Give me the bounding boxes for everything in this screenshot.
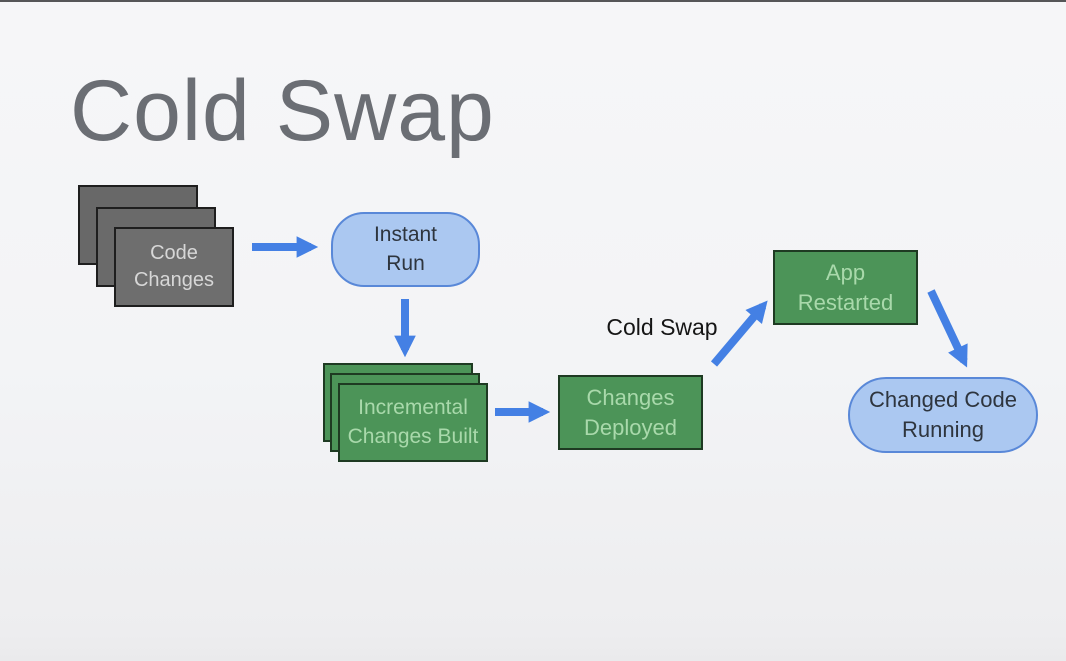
edge-label-cold-swap: Cold Swap <box>606 314 718 340</box>
node-app-restarted: App Restarted <box>773 250 918 325</box>
node-label: Changes Deployed <box>584 384 677 440</box>
stack-card-front: Incremental Changes Built <box>338 383 488 462</box>
slide-title: Cold Swap <box>70 62 495 159</box>
node-label: Changed Code Running <box>868 387 1017 442</box>
node-instant-run: Instant Run <box>331 212 480 287</box>
arrow-app-restarted-to-changed-code-running <box>927 289 968 368</box>
node-code-changes: Code Changes <box>78 185 236 309</box>
node-label: Instant Run <box>373 223 438 275</box>
node-label: Code Changes <box>133 242 215 291</box>
node-label: App Restarted <box>797 259 894 315</box>
node-changed-code-running: Changed Code Running <box>848 377 1038 453</box>
node-label: Incremental Changes Built <box>347 396 479 448</box>
node-changes-deployed: Changes Deployed <box>558 375 703 450</box>
node-incremental-changes-built: Incremental Changes Built <box>323 363 490 464</box>
stack-card-front: Code Changes <box>114 227 234 307</box>
